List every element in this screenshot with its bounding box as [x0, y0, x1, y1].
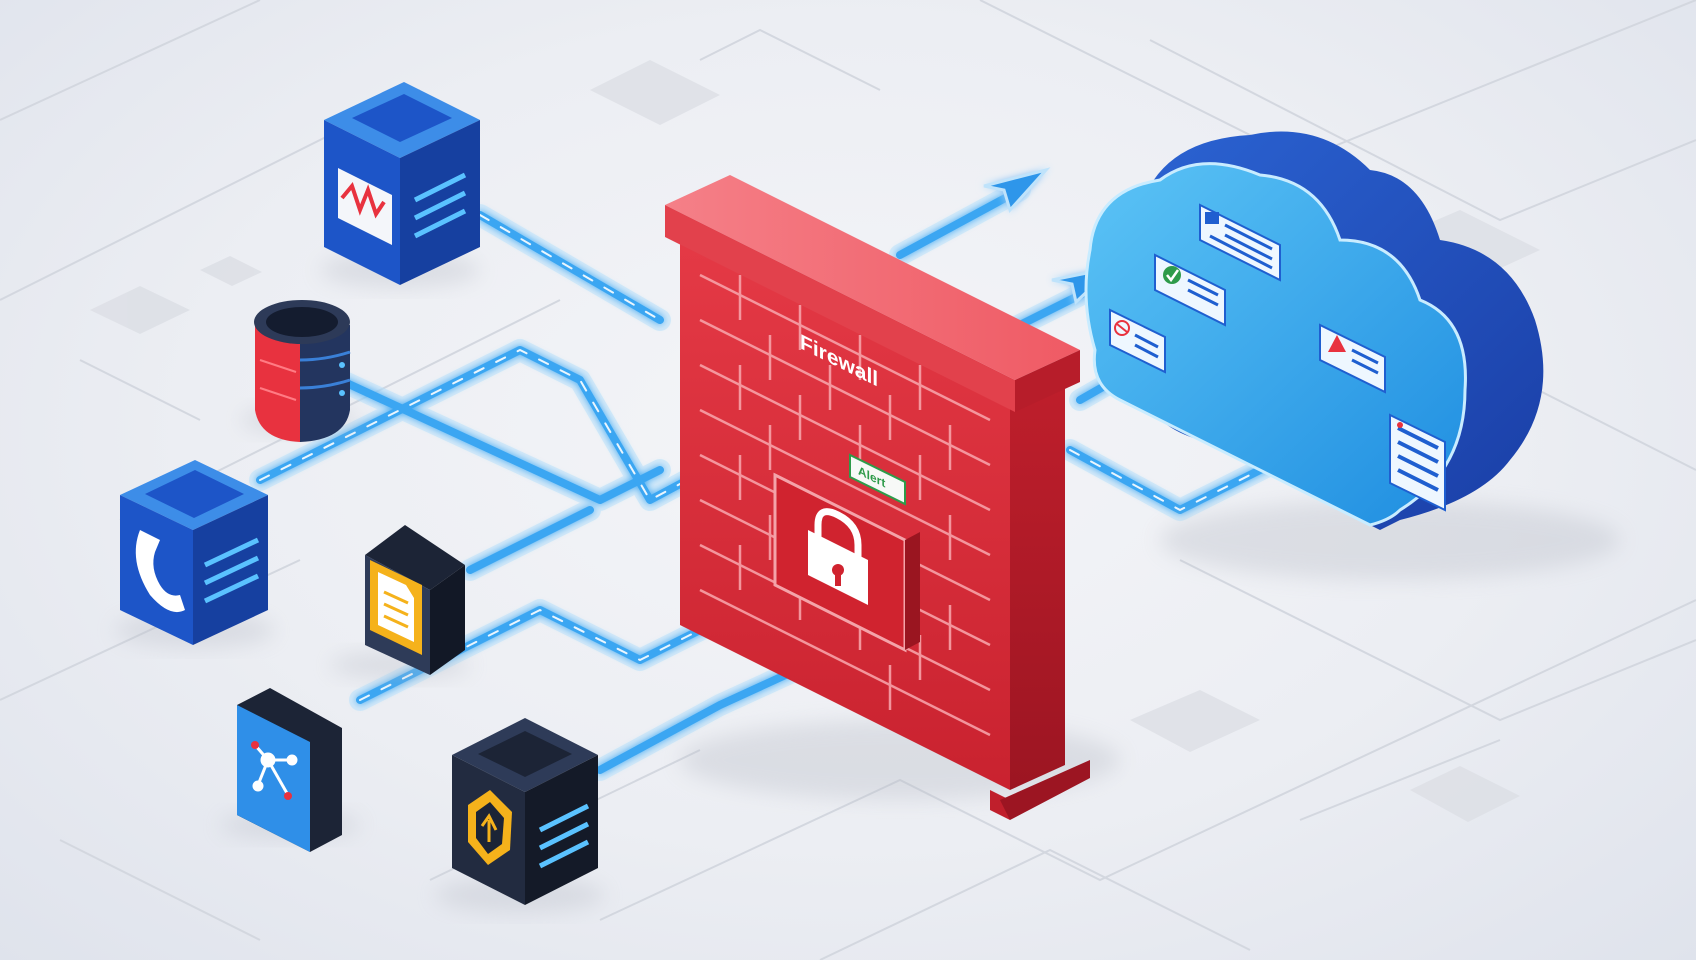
- shield-upload-icon: [468, 790, 512, 865]
- database: [240, 300, 360, 442]
- firewall-side: [1010, 365, 1065, 790]
- check-icon: [1163, 266, 1181, 284]
- firewall-base: [1000, 760, 1090, 820]
- firewall-cap-front: [665, 205, 1015, 412]
- check-panel: [1154, 253, 1226, 327]
- padlock-icon: [808, 508, 868, 605]
- warning-panel: [1319, 323, 1386, 394]
- phone-server: [115, 460, 275, 648]
- document-terminal: [330, 525, 470, 679]
- network-node: [220, 688, 360, 852]
- shield-server: [435, 718, 605, 913]
- lock-panel: [773, 472, 920, 653]
- network-share-icon: [251, 741, 298, 800]
- firewall: Firewall Alert: [665, 175, 1120, 820]
- phone-icon: [135, 530, 185, 613]
- activity-monitor-icon: [338, 168, 392, 245]
- server-panel: [1389, 413, 1446, 512]
- cloud-icon: [1084, 162, 1467, 527]
- blocked-icon: [1114, 320, 1130, 336]
- list-panel: [1199, 203, 1281, 282]
- document-icon: [370, 560, 422, 655]
- firewall-base-front: [990, 790, 1010, 820]
- firewall-cap-side: [1015, 350, 1080, 412]
- arrow-head-icon: [983, 167, 1051, 213]
- blocked-panel: [1109, 308, 1166, 374]
- monitor-server: [320, 82, 480, 288]
- cloud: [1084, 131, 1620, 580]
- firewall-cap-top: [665, 175, 1080, 380]
- warning-icon: [1328, 335, 1346, 352]
